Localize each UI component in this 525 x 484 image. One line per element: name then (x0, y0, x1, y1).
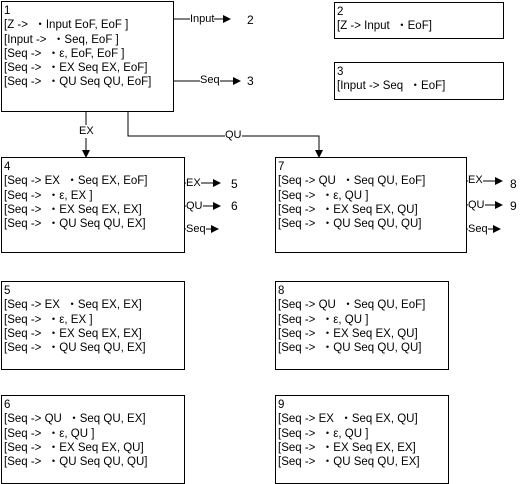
edge-label-7-seq: Seq (468, 223, 488, 236)
edge-target-1-input: 2 (247, 13, 254, 27)
edge-1-qu (127, 112, 323, 158)
item: [Seq -> ・ε, QU ] (278, 313, 369, 326)
item: [Seq -> QU ・Seq QU, EoF] (278, 299, 426, 312)
item: [Seq -> ・QU Seq QU, EX] (4, 342, 146, 355)
item: [Seq -> QU ・Seq QU, EoF] (278, 175, 426, 188)
edge-label-4-qu: QU (186, 200, 203, 213)
state-6: 6 [Seq -> QU ・Seq QU, EX] [Seq -> ・ε, QU… (1, 395, 185, 484)
state-id: 2 (337, 6, 344, 18)
item: [Input -> Seq ・EoF] (337, 80, 446, 93)
item: [Seq -> ・EX Seq EX, EoF] (4, 62, 148, 75)
edge-label-4-ex: EX (186, 177, 201, 190)
state-id: 3 (337, 66, 344, 78)
item: [Seq -> ・ε, QU ] (278, 427, 369, 440)
item: [Z -> ・Input EoF, EoF ] (4, 19, 129, 32)
edge-target-7-qu: 9 (510, 199, 517, 213)
item: [Seq -> ・QU Seq QU, EoF] (4, 76, 152, 89)
item: [Seq -> QU ・Seq QU, EX] (4, 413, 146, 426)
edge-label-1-qu: QU (225, 129, 242, 142)
state-id: 6 (4, 399, 11, 411)
item: [Seq -> ・ε, EX ] (4, 189, 93, 202)
state-3: 3 [Input -> Seq ・EoF] (334, 62, 504, 100)
item: [Seq -> ・QU Seq QU, QU] (4, 456, 148, 469)
edge-label-4-seq: Seq (186, 223, 206, 236)
edge-target-4-qu: 6 (231, 199, 238, 213)
item: [Seq -> EX ・Seq EX, EX] (4, 299, 142, 312)
state-5: 5 [Seq -> EX ・Seq EX, EX] [Seq -> ・ε, EX… (1, 281, 185, 370)
state-id: 8 (278, 285, 285, 297)
item: [Input -> ・Seq, EoF ] (4, 33, 119, 46)
item: [Seq -> ・EX Seq EX, EX] (278, 441, 416, 454)
state-8: 8 [Seq -> QU ・Seq QU, EoF] [Seq -> ・ε, Q… (275, 281, 449, 370)
item: [Seq -> ・ε, EX ] (4, 313, 93, 326)
state-id: 5 (4, 285, 11, 297)
edge-label-7-ex: EX (468, 174, 483, 187)
item: [Seq -> ・EX Seq EX, EX] (4, 203, 142, 216)
edge-target-7-ex: 8 (510, 177, 517, 191)
state-id: 9 (278, 399, 285, 411)
item: [Seq -> ・QU Seq QU, QU] (278, 218, 422, 231)
state-id: 7 (278, 161, 285, 173)
item: [Seq -> ・QU Seq QU, EX] (278, 456, 420, 469)
edge-label-1-ex: EX (79, 125, 94, 138)
state-7: 7 [Seq -> QU ・Seq QU, EoF] [Seq -> ・ε, Q… (275, 157, 467, 253)
edge-target-1-seq: 3 (247, 74, 254, 88)
item: [Seq -> ・EX Seq EX, EX] (4, 327, 142, 340)
item: [Seq -> ・ε, QU ] (4, 427, 95, 440)
item: [Z -> Input ・EoF] (337, 20, 432, 33)
edge-label-7-qu: QU (468, 199, 485, 212)
state-1: 1 [Z -> ・Input EoF, EoF ] [Input -> ・Seq… (1, 1, 174, 112)
item: [Seq -> ・ε, QU ] (278, 189, 369, 202)
item: [Seq -> ・QU Seq QU, QU] (278, 342, 422, 355)
item: [Seq -> EX ・Seq EX, QU] (278, 413, 418, 426)
state-2: 2 [Z -> Input ・EoF] (334, 2, 504, 39)
state-id: 1 (4, 5, 11, 17)
item: [Seq -> ・EX Seq EX, QU] (4, 441, 144, 454)
item: [Seq -> ・EX Seq EX, QU] (278, 203, 418, 216)
edge-label-1-input: Input (190, 13, 215, 26)
item: [Seq -> EX ・Seq EX, EoF] (4, 175, 148, 188)
item: [Seq -> ・QU Seq QU, EX] (4, 218, 146, 231)
edge-label-1-seq: Seq (200, 74, 220, 87)
state-id: 4 (4, 161, 11, 173)
state-4: 4 [Seq -> EX ・Seq EX, EoF] [Seq -> ・ε, E… (1, 157, 185, 253)
state-9: 9 [Seq -> EX ・Seq EX, QU] [Seq -> ・ε, QU… (275, 395, 449, 484)
item: [Seq -> ・ε, EoF, EoF ] (4, 47, 125, 60)
edge-target-4-ex: 5 (231, 177, 238, 191)
item: [Seq -> ・EX Seq EX, QU] (278, 327, 418, 340)
